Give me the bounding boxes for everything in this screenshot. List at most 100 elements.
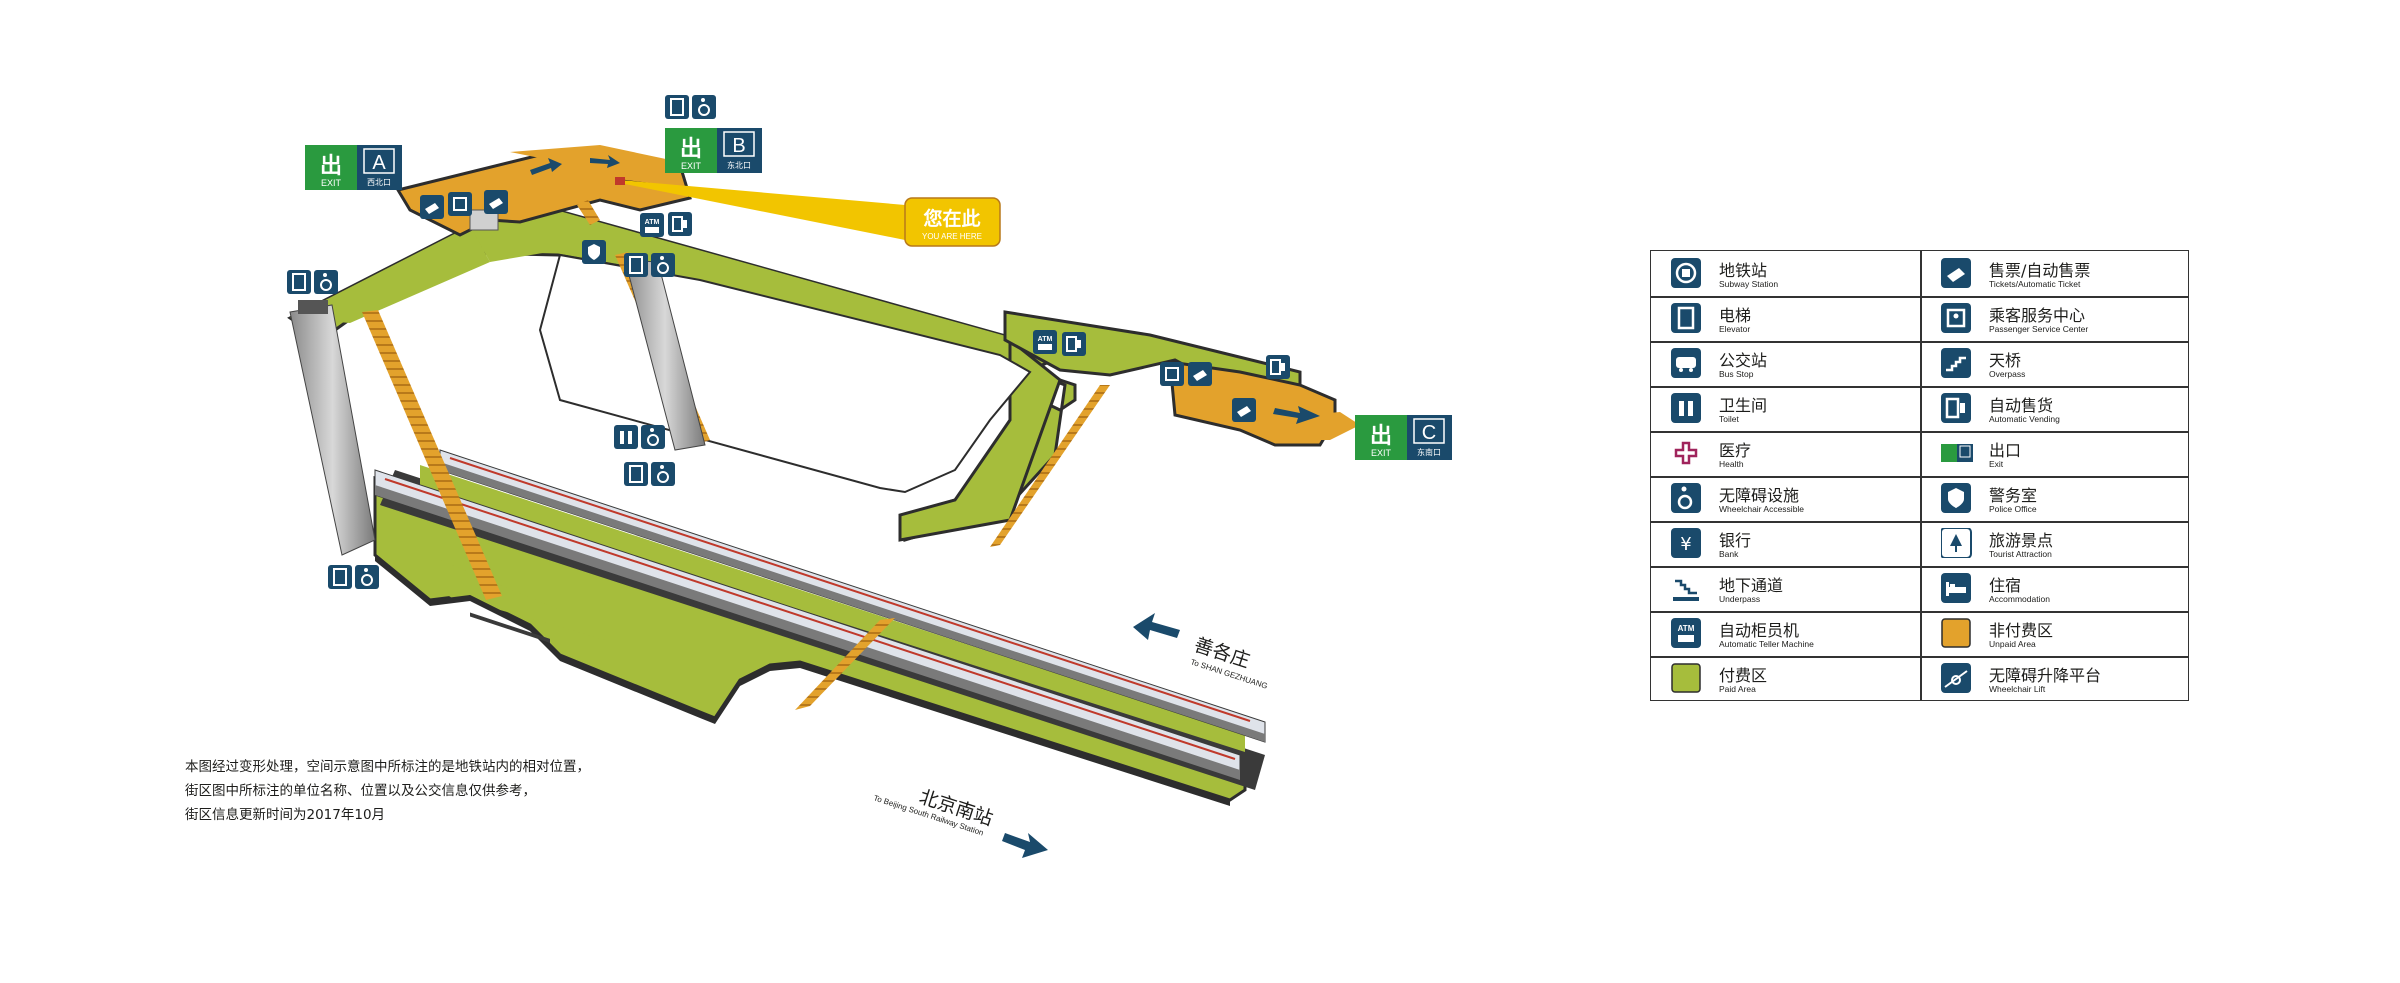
service-center-icon <box>448 192 472 216</box>
you-are-here: 您在此 YOU ARE HERE <box>615 177 1001 247</box>
arrow-left-icon <box>1133 613 1180 640</box>
exit-sign-c: 出 EXIT C 东南口 <box>1355 415 1452 460</box>
wheelchair-icon <box>641 425 665 449</box>
legend-label-cn: 售票/自动售票 <box>1989 261 2091 280</box>
legend-label-en: Underpass <box>1719 594 1761 604</box>
train-windows <box>384 457 1251 760</box>
tourist-icon <box>1940 527 1972 559</box>
legend-label-en: Overpass <box>1989 369 2026 379</box>
wheelchair-icon <box>692 95 716 119</box>
legend-label-en: Bus Stop <box>1719 369 1754 379</box>
legend-label-en: Subway Station <box>1719 279 1779 289</box>
direction-south: 北京南站 To Beijing South Railway Station <box>872 786 1048 858</box>
stair-1 <box>362 310 502 600</box>
legend-label-cn: 无障碍升降平台 <box>1989 666 2102 685</box>
unpaid-area-swatch <box>1941 618 1971 648</box>
health-icon <box>1671 438 1701 468</box>
legend-row-divider <box>1651 386 2188 388</box>
elevator-icon <box>624 462 648 486</box>
legend-row-divider <box>1651 341 2188 343</box>
legend-label-cn: 卫生间 <box>1719 396 1768 415</box>
bank-icon: ¥ <box>1671 528 1701 558</box>
ticket-icon <box>1188 362 1212 386</box>
legend-row-divider <box>1651 566 2188 568</box>
exit-sign-b: 出 EXIT B 东北口 <box>665 128 762 173</box>
ticket-icon <box>420 195 444 219</box>
elevator-icon <box>665 95 689 119</box>
legend-row-divider <box>1651 521 2188 523</box>
toilet-icon <box>1671 393 1701 423</box>
legend-label-en: Elevator <box>1719 324 1751 334</box>
ticket-icon <box>1232 398 1256 422</box>
legend-label-en: Unpaid Area <box>1989 639 2036 649</box>
elevator-icon <box>328 565 352 589</box>
arrow-north-2 <box>590 155 620 168</box>
svg-text:¥: ¥ <box>1680 534 1691 555</box>
legend-row-divider <box>1651 476 2188 478</box>
exit-b-en: EXIT <box>681 161 702 171</box>
legend-label-en: Bank <box>1719 549 1739 559</box>
legend-label-cn: 电梯 <box>1719 306 1752 325</box>
exit-a-sub: 西北口 <box>367 178 391 187</box>
legend-label-cn: 医疗 <box>1719 441 1752 460</box>
exit-sign-a: 出 EXIT A 西北口 <box>305 145 402 190</box>
legend-label-en: Accommodation <box>1989 594 2050 604</box>
legend-label-cn: 住宿 <box>1989 576 2022 595</box>
legend-label-cn: 旅游景点 <box>1989 531 2054 550</box>
legend-label-cn: 自动柜员机 <box>1719 621 1800 640</box>
east-exit-passage <box>1275 412 1360 440</box>
legend-label-cn: 无障碍设施 <box>1719 486 1800 505</box>
exit-b-cn: 出 <box>680 137 702 162</box>
legend-row-divider <box>1651 296 2188 298</box>
legend-label-en: Health <box>1719 459 1744 469</box>
bus-icon <box>1671 348 1701 378</box>
elevator-shafts <box>289 259 706 556</box>
ticket-icon <box>484 190 508 214</box>
disclaimer-note: 本图经过变形处理，空间示意图中所标注的是地铁站内的相对位置， 街区图中所标注的单… <box>185 755 590 827</box>
legend-label-cn: 银行 <box>1719 531 1752 550</box>
accommodation-icon <box>1941 573 1971 603</box>
underpass-icon <box>1671 573 1701 603</box>
station-diagram: 出 EXIT A 西北口 出 EXIT B 东北口 出 EXIT C 东南口 您… <box>287 95 1452 858</box>
legend-label-en: Police Office <box>1989 504 2037 514</box>
wheelchair-icon <box>651 462 675 486</box>
legend-label-cn: 出口 <box>1989 441 2022 460</box>
exit-b-letter: B <box>732 135 745 157</box>
vending-icon <box>1266 355 1290 379</box>
exit-a-en: EXIT <box>321 178 342 188</box>
legend-row-divider <box>1651 431 2188 433</box>
svg-text:ATM: ATM <box>1678 624 1695 633</box>
legend-label-cn: 警务室 <box>1989 486 2038 505</box>
svg-text:ATM: ATM <box>645 219 660 226</box>
wheelchair-icon <box>1671 483 1701 513</box>
legend-label-en: Wheelchair Lift <box>1989 684 2046 694</box>
note-line-3: 街区信息更新时间为2017年10月 <box>185 807 386 823</box>
note-line-2: 街区图中所标注的单位名称、位置以及公交信息仅供参考， <box>185 783 536 799</box>
paid-area-swatch <box>1671 663 1701 693</box>
you-are-here-cn: 您在此 <box>923 207 980 230</box>
wheelchair-icon <box>651 253 675 277</box>
you-are-here-en: YOU ARE HERE <box>922 232 982 241</box>
legend-label-cn: 非付费区 <box>1989 621 2054 640</box>
arrow-east <box>1273 406 1320 424</box>
exit-c-cn: 出 <box>1370 424 1392 449</box>
legend-label-en: Exit <box>1989 459 2004 469</box>
legend-label-en: Toilet <box>1719 414 1739 424</box>
direction-north: 善各庄 To SHAN GEZHUANG <box>1133 613 1269 691</box>
exit-a-cn: 出 <box>320 154 342 179</box>
elevator-icon <box>624 253 648 277</box>
legend-label-en: Passenger Service Center <box>1989 324 2089 334</box>
legend-label-en: Tickets/Automatic Ticket <box>1989 279 2081 289</box>
legend-divider <box>1920 251 1922 700</box>
